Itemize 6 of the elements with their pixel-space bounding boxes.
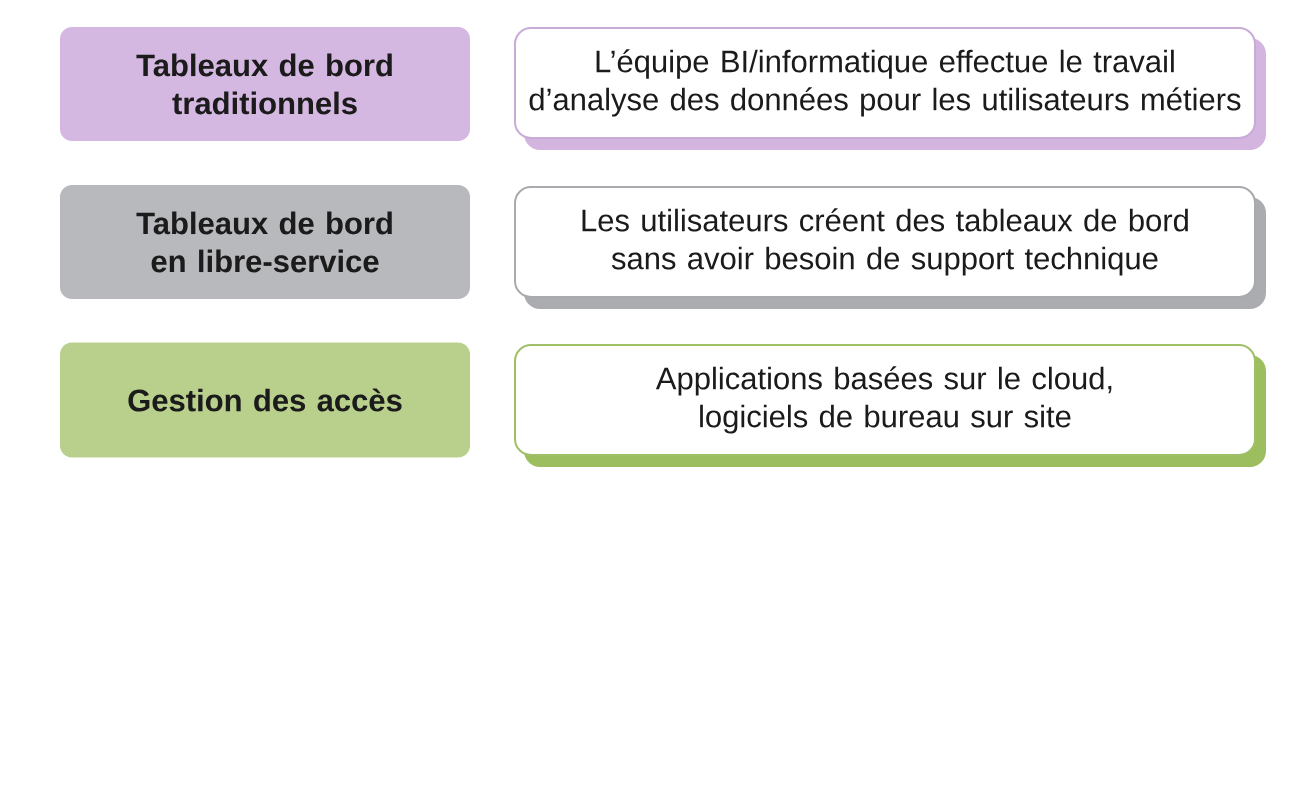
category-box: Gestion des accès <box>60 342 470 458</box>
description-box: L’équipe BI/informatique effectue le travail d’analyse des données pour les utilisateurs métiers <box>514 27 1266 150</box>
category-box: Tableaux de bord traditionnels <box>60 27 470 141</box>
description-box: Les utilisateurs créent des tableaux de bord sans avoir besoin de support technique <box>514 186 1266 309</box>
category-box: Tableaux de bord en libre-service <box>60 185 470 299</box>
description-box: Applications basées sur le cloud, logiciels de bureau sur site <box>514 344 1266 467</box>
